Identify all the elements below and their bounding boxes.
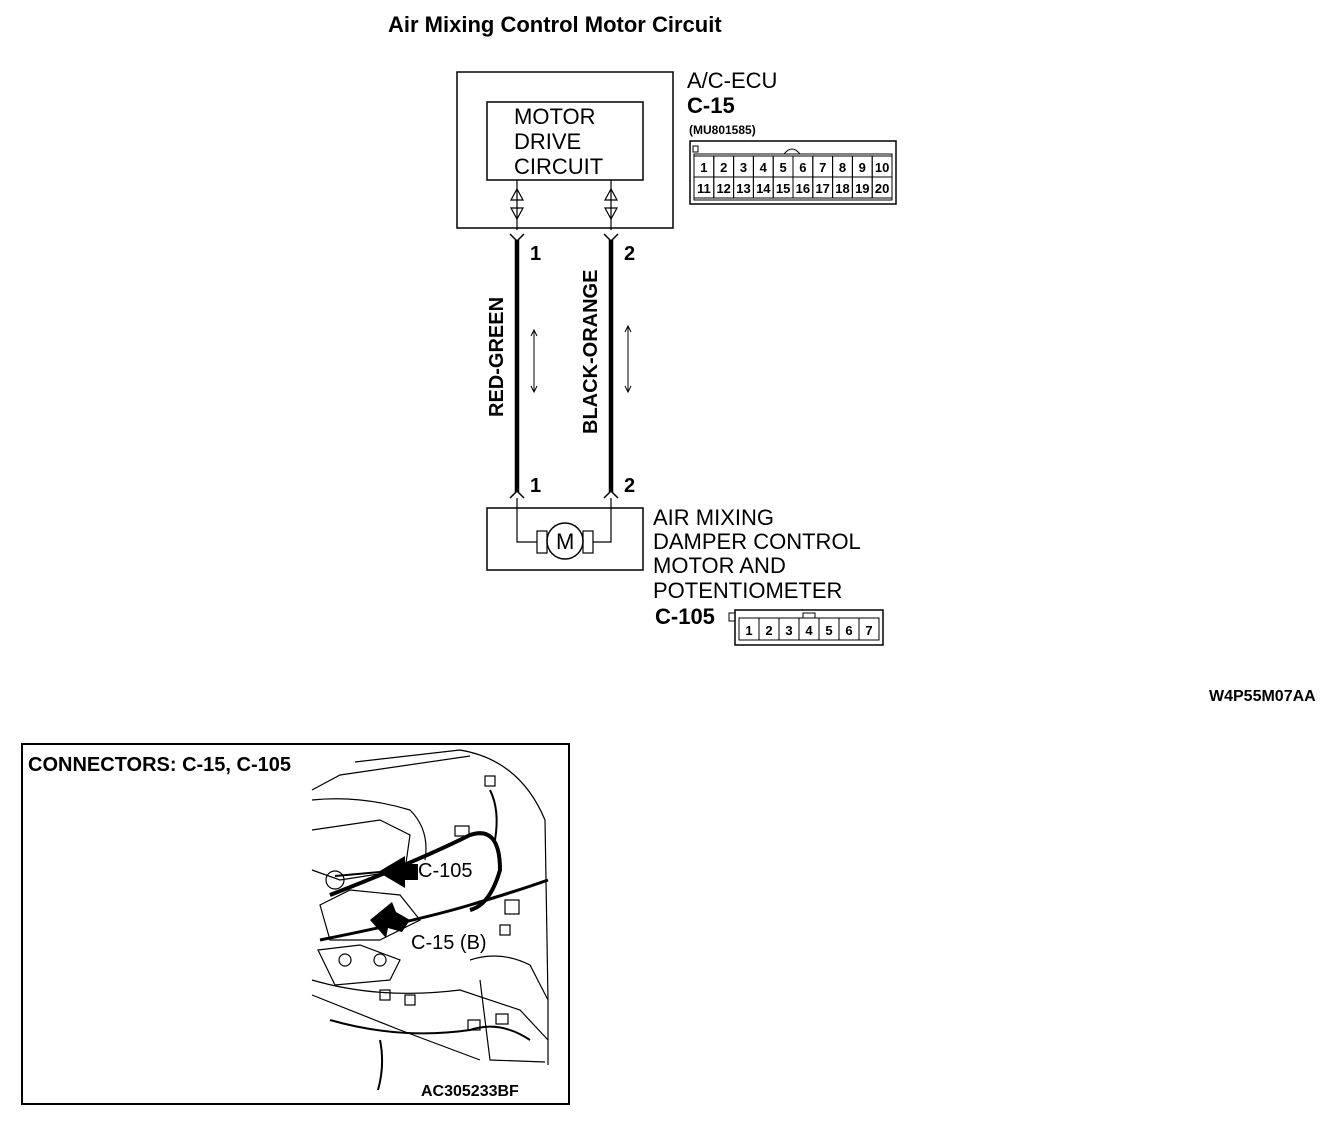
c15-pin-4: 4 (760, 160, 768, 175)
c15-pin-9: 9 (859, 160, 866, 175)
c15-pin-17: 17 (815, 181, 829, 196)
c15-pin-18: 18 (835, 181, 849, 196)
wire-black-orange (603, 233, 632, 499)
wire2-color-label: BLACK-ORANGE (580, 270, 602, 434)
c105-pointer-arrow (334, 856, 418, 888)
c15-pin-16: 16 (796, 181, 810, 196)
connector-location-inset (21, 743, 570, 1105)
c15-pin-13: 13 (736, 181, 750, 196)
ecu-name: A/C-ECU (687, 68, 777, 93)
wire2-bottom-pin: 2 (624, 475, 635, 497)
motor-label-line-3: MOTOR AND (653, 553, 786, 578)
c15-pin-11: 11 (697, 181, 711, 196)
inset-title: CONNECTORS: C-15, C-105 (28, 754, 291, 776)
c15-pin-8: 8 (839, 160, 846, 175)
wire1-bottom-pin: 1 (530, 475, 541, 497)
c105-pin-7-cell (858, 617, 880, 641)
motor-label-line-2: DAMPER CONTROL (653, 529, 861, 554)
motor-box (486, 507, 644, 571)
motor-symbol-letter: M (556, 529, 574, 554)
inset-reference-code: AC305233BF (421, 1083, 519, 1100)
ecu-inner-line-3: CIRCUIT (514, 154, 603, 179)
ecu-connector-id: C-15 (687, 93, 735, 118)
wire1-top-pin: 1 (530, 243, 541, 265)
ecu-signal-arrows-1 (509, 180, 525, 230)
c15-pin-3: 3 (740, 160, 747, 175)
motor-symbol (546, 522, 584, 560)
c15-pin-14: 14 (756, 181, 771, 196)
callout-c105: C-105 (418, 860, 472, 882)
c105-pin-4: 4 (805, 623, 813, 638)
c15-pin-20-cell (871, 176, 893, 199)
ecu-part-number: (MU801585) (689, 123, 756, 137)
wire-red-green (509, 233, 538, 499)
diagram-reference-code: W4P55M07AA (1209, 688, 1316, 705)
c105-pin-7: 7 (865, 623, 872, 638)
ecu-inner-line-2: DRIVE (514, 129, 581, 154)
ecu-signal-arrows-2 (603, 180, 619, 230)
ecu-inner-line-1: MOTOR (514, 104, 595, 129)
c15-pin-2: 2 (720, 160, 727, 175)
c15-pin-10: 10 (875, 160, 889, 175)
c105-pin-3: 3 (785, 623, 792, 638)
motor-label-line-1: AIR MIXING (653, 505, 774, 530)
c105-pin-6: 6 (845, 623, 852, 638)
c15-pin-1: 1 (700, 160, 707, 175)
c15-pin-12: 12 (716, 181, 730, 196)
c105-pin-1: 1 (745, 623, 752, 638)
ecu-box (456, 71, 674, 229)
c105-pin-5: 5 (825, 623, 832, 638)
c15-pin-5: 5 (779, 160, 786, 175)
motor-label-line-4: POTENTIOMETER (653, 578, 842, 603)
wire2-top-pin: 2 (624, 243, 635, 265)
c15-pin-7: 7 (819, 160, 826, 175)
c15-pin-20: 20 (875, 181, 889, 196)
c15-pin-15: 15 (776, 181, 790, 196)
motor-drive-circuit-box (486, 101, 644, 181)
c105-pin-2: 2 (765, 623, 772, 638)
diagram-title: Air Mixing Control Motor Circuit (388, 12, 722, 37)
c15-pin-6: 6 (799, 160, 806, 175)
wire1-color-label: RED-GREEN (486, 297, 508, 417)
c15-pointer-arrow (370, 902, 410, 938)
c15-pin-19: 19 (855, 181, 869, 196)
motor-connector-id: C-105 (655, 604, 715, 629)
callout-c15: C-15 (B) (411, 932, 487, 954)
dashboard-harness-illustration (311, 749, 549, 1091)
